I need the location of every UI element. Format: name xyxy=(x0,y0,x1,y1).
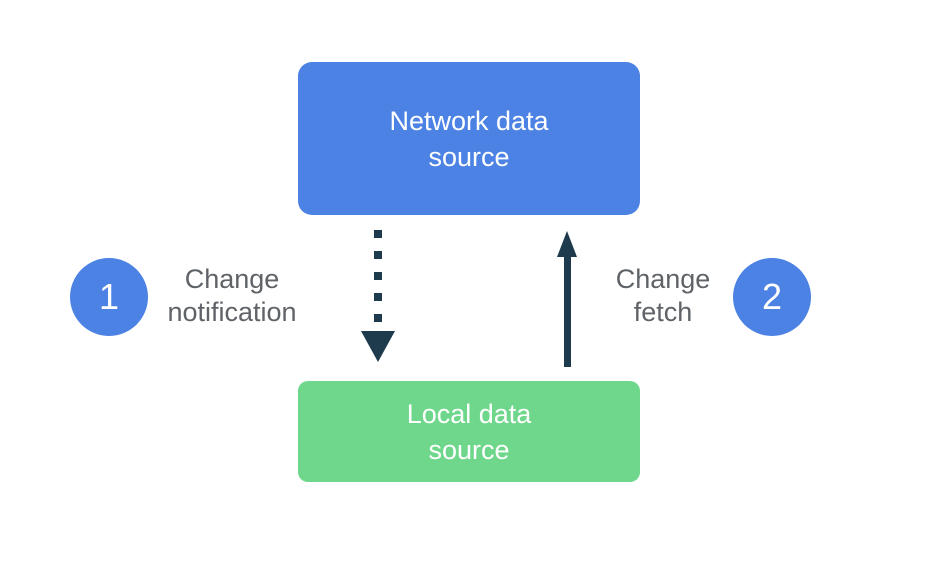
step-1-number: 1 xyxy=(98,276,120,317)
step-2-badge: 2 xyxy=(733,258,811,336)
network-data-source-label: Network data source xyxy=(389,105,549,172)
step-1-label: Change notification xyxy=(167,264,297,327)
step-2-number: 2 xyxy=(761,276,783,317)
arrow-down-icon xyxy=(361,331,395,362)
network-data-source-box: Network data source xyxy=(298,62,640,215)
local-data-source-box: Local data source xyxy=(298,381,640,482)
change-notification-arrow-shaft xyxy=(374,230,382,324)
local-data-source-label: Local data source xyxy=(406,398,532,465)
change-fetch-arrow-shaft xyxy=(564,254,571,367)
arrow-up-icon xyxy=(557,231,577,257)
step-1-badge: 1 xyxy=(70,258,148,336)
step-2-label: Change fetch xyxy=(615,264,711,327)
